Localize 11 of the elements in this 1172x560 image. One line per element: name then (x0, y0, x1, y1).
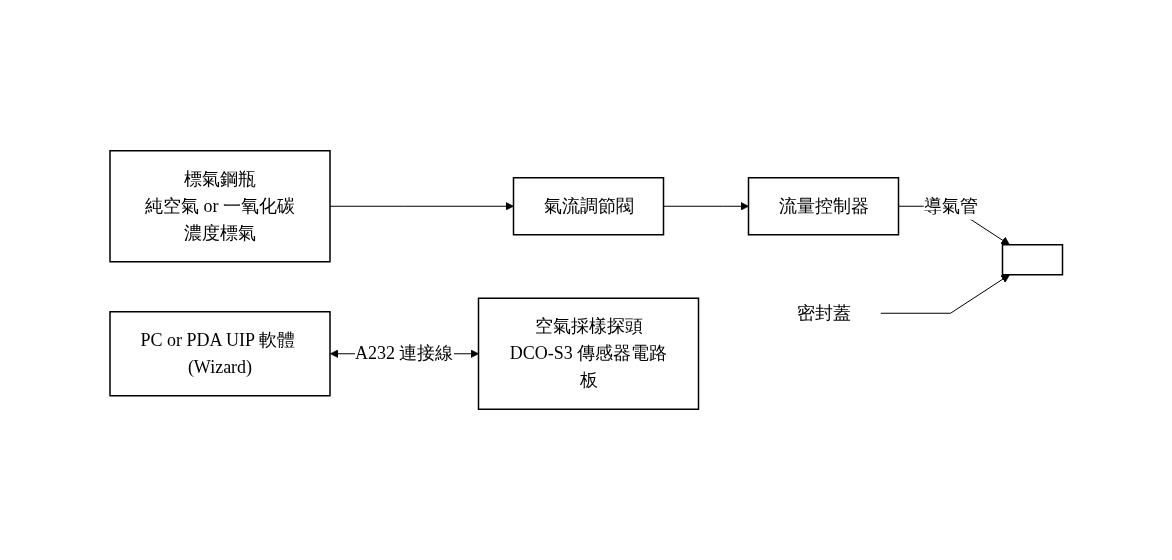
arrow (329, 201, 514, 211)
node-box: 流量控制器 (747, 177, 899, 236)
edge-label: 導氣管 (923, 195, 978, 216)
node-box: PC or PDA UIP 軟體 (Wizard) (109, 311, 331, 397)
arrow (879, 274, 1010, 314)
node-box: 氣流調節閥 (512, 177, 664, 236)
node-text: 密封蓋 (796, 302, 851, 323)
node-box (1001, 244, 1063, 276)
edge-label: A232 連接線 (354, 343, 454, 364)
node-box: 標氣鋼瓶 純空氣 or 一氧化碳濃度標氣 (109, 150, 331, 263)
node-box: 空氣採樣探頭 DCO-S3 傳感器電路板 (477, 297, 699, 410)
